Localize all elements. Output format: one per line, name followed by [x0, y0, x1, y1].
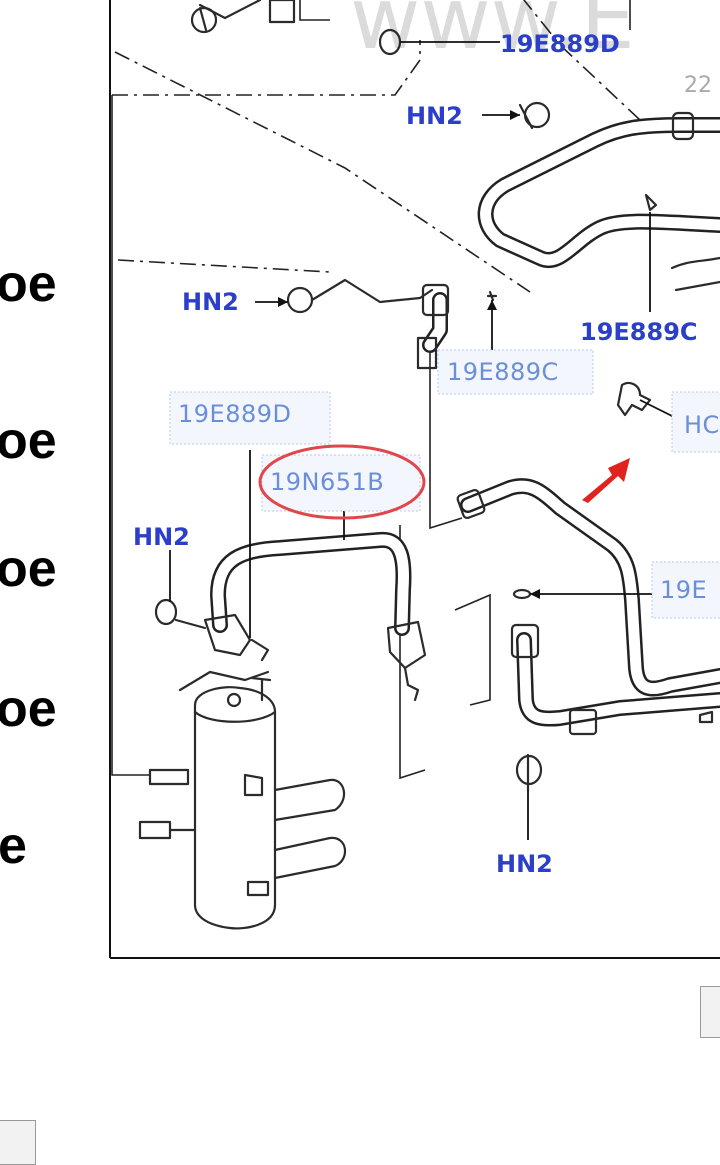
- clip-hc: [616, 381, 652, 417]
- label-hn2-top: HN2: [406, 102, 463, 130]
- label-hn2-mid: HN2: [182, 288, 239, 316]
- label-hn2-bottom: HN2: [496, 850, 553, 878]
- diagram-frame: [109, 0, 720, 959]
- side-text-3: oe: [0, 540, 57, 598]
- middle-clip-bracket: [286, 278, 498, 370]
- label-19e889d-boxed: 19E889D: [178, 400, 292, 428]
- watermark-partial: 22: [684, 73, 712, 98]
- part-labels: HN2 19E889D HN2 19E889C HN2 HN2: [133, 30, 698, 878]
- hose-19n651b: [154, 531, 427, 702]
- upper-hose-assembly: [190, 0, 720, 292]
- label-19e889c-right: 19E889C: [580, 318, 698, 346]
- accumulator-dryer: [138, 670, 346, 930]
- label-19n651b-boxed: 19N651B: [270, 468, 384, 496]
- label-19e889d-top: 19E889D: [500, 30, 620, 58]
- label-hn2-left: HN2: [133, 523, 190, 551]
- right-pipe-assembly: [456, 478, 720, 792]
- left-button[interactable]: [0, 1120, 36, 1165]
- label-19e-partial: 19E: [660, 576, 707, 604]
- leader-arrowheads: [278, 110, 540, 599]
- right-button[interactable]: [700, 986, 720, 1038]
- side-text-1: oe: [0, 255, 57, 313]
- side-text-4: oe: [0, 680, 57, 738]
- boxed-labels: 19E889C 19E889D 19N651B HC 19E: [169, 349, 720, 619]
- leader-lines: [169, 41, 681, 840]
- side-text-2: oe: [0, 412, 57, 470]
- side-text-5: e: [0, 817, 27, 875]
- label-hc-partial: HC: [684, 411, 720, 439]
- highlight-circle: [258, 444, 426, 520]
- label-19e889c-boxed: 19E889C: [447, 358, 559, 386]
- red-arrow: [582, 458, 630, 503]
